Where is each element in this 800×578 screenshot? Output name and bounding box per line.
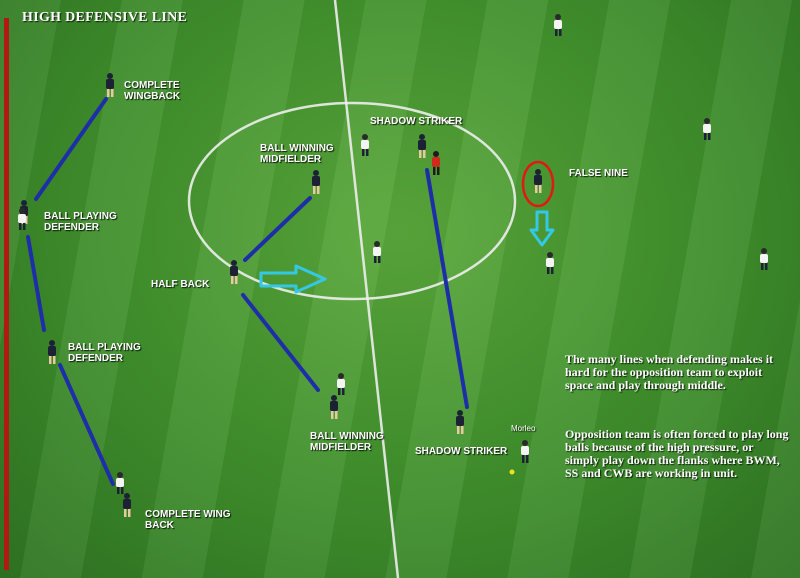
player-complete-wingback-top — [106, 73, 114, 97]
role-label-complete-wing-back-bottom: COMPLETE WING BACK — [145, 509, 231, 531]
opponent-player — [361, 134, 369, 156]
halfway-line — [333, 0, 400, 578]
player-shadow-striker-bottom — [456, 410, 464, 434]
tactical-link-lines — [26, 97, 469, 486]
link-hb-bwm-bottom — [241, 293, 320, 392]
link-ss-ss — [425, 168, 469, 409]
player-ball-winning-midfielder-top — [312, 170, 320, 194]
referee — [432, 151, 440, 175]
role-label-ball-winning-midfielder-top: BALL WINNING MIDFIELDER — [260, 143, 334, 165]
opponent-player — [373, 241, 381, 263]
player-ball-playing-defender-2 — [48, 340, 56, 364]
role-label-shadow-striker-bottom: SHADOW STRIKER — [415, 446, 508, 457]
note-paragraph-2: Opposition team is often forced to play … — [565, 427, 789, 480]
role-label-ball-playing-defender-2: BALL PLAYING DEFENDER — [68, 342, 141, 364]
role-label-false-nine: FALSE NINE — [569, 168, 628, 179]
opponent-player — [116, 472, 124, 494]
role-label-complete-wingback-top: COMPLETE WINGBACK — [124, 80, 181, 102]
player-ball-winning-midfielder-bottom — [330, 395, 338, 419]
role-label-ball-playing-defender-1: BALL PLAYING DEFENDER — [44, 211, 117, 233]
movement-arrow-right — [259, 264, 327, 294]
opponent-player — [703, 118, 711, 140]
away-team — [18, 14, 768, 494]
opponent-player-morleo — [521, 440, 529, 463]
role-label-shadow-striker-top: SHADOW STRIKER — [370, 116, 463, 127]
player-half-back — [230, 260, 238, 284]
opponent-player — [554, 14, 562, 36]
opponent-player — [546, 252, 554, 274]
ball — [509, 469, 515, 475]
link-hb-bwm-top — [243, 196, 312, 262]
defensive-red-line — [4, 18, 9, 570]
link-bpd-cwb — [58, 363, 115, 486]
player-shadow-striker-top — [418, 134, 426, 158]
movement-arrow-down — [529, 210, 555, 247]
opponent-player — [337, 373, 345, 395]
player-name-tag: Morleo — [511, 424, 536, 433]
player-false-nine — [534, 169, 542, 193]
opponent-player — [760, 248, 768, 270]
role-label-half-back: HALF BACK — [151, 279, 210, 290]
note-paragraph-1: The many lines when defending makes it h… — [565, 352, 774, 392]
diagram-title: HIGH DEFENSIVE LINE — [22, 10, 188, 25]
false-nine-highlight-circle — [521, 160, 555, 208]
centre-circle — [187, 101, 517, 301]
player-complete-wing-back-bottom — [123, 493, 131, 517]
opponent-player — [18, 208, 26, 230]
home-team — [20, 73, 542, 517]
role-label-ball-winning-midfielder-bottom: BALL WINNING MIDFIELDER — [310, 431, 384, 453]
link-bpd-bpd — [26, 235, 46, 332]
link-cwb-bpd — [34, 97, 108, 201]
